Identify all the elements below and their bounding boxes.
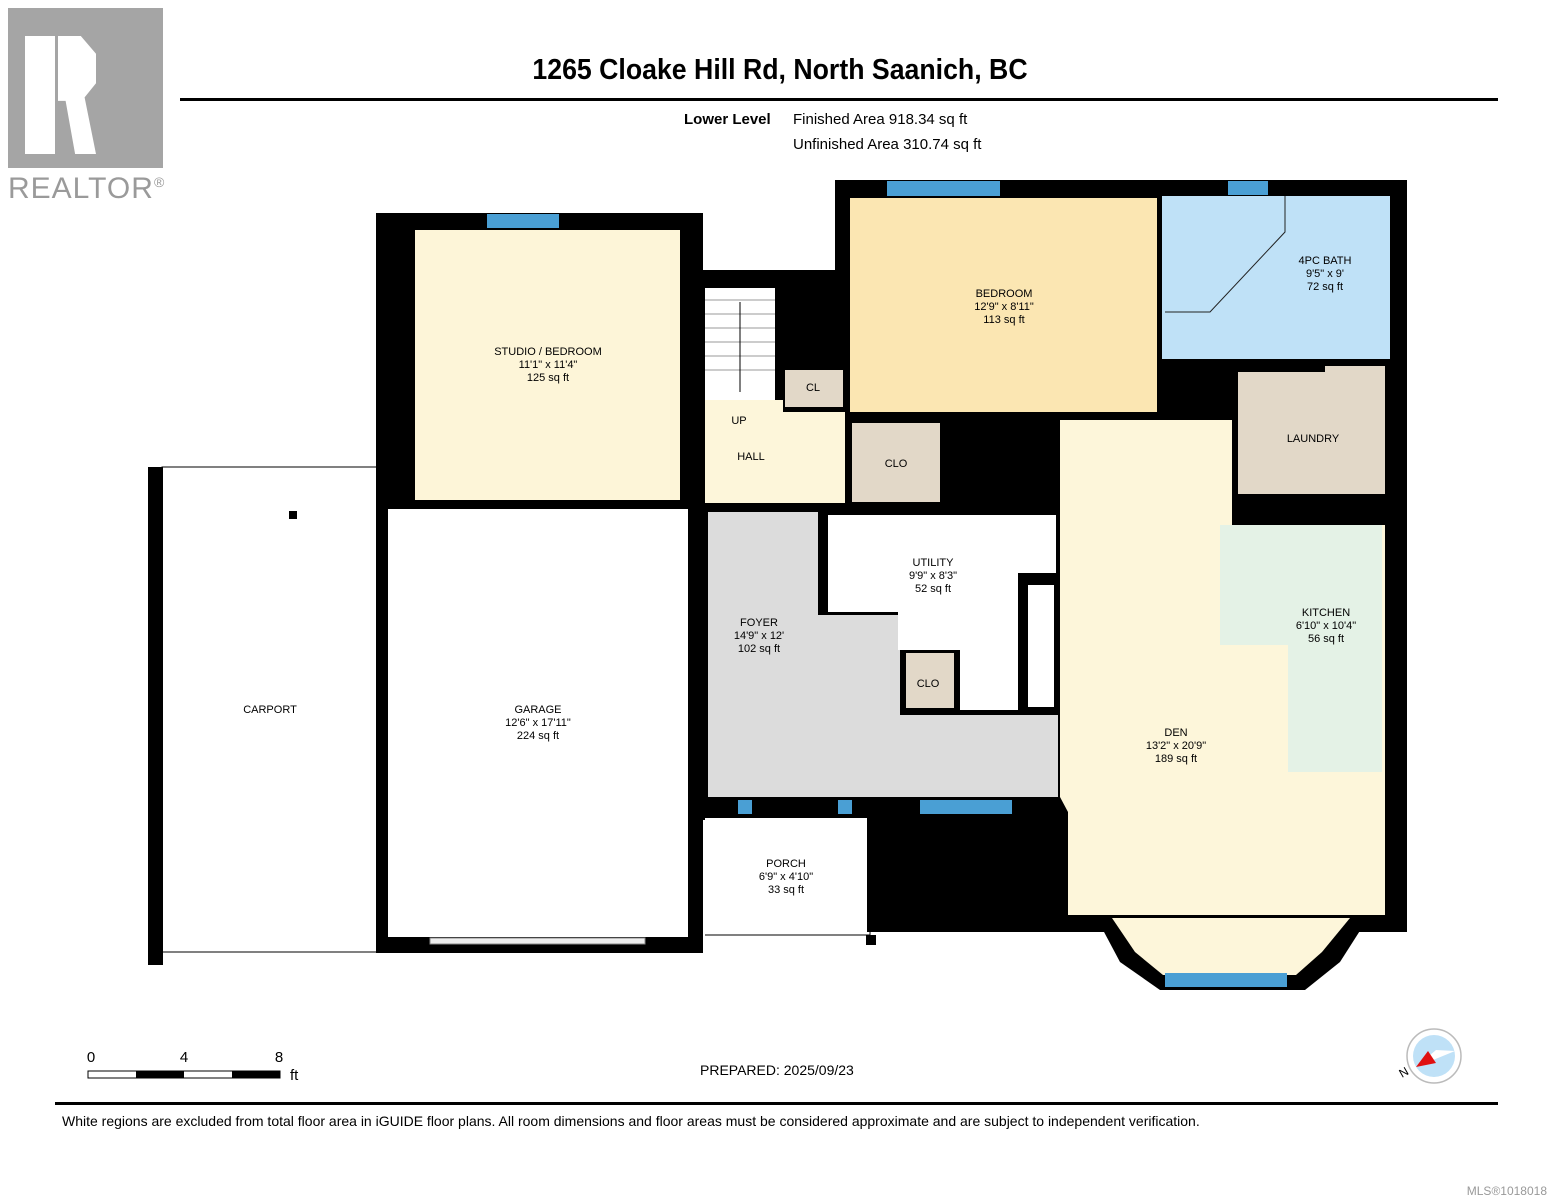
room-laundry	[1238, 366, 1385, 494]
foyer-dims: 14'9" x 12'	[734, 630, 784, 642]
room-foyer	[708, 512, 1058, 797]
scale-label-8: 8	[275, 1049, 283, 1066]
studio-name: STUDIO / BEDROOM	[494, 346, 602, 358]
room-cl	[785, 370, 843, 407]
scale-bar: 0 4 8 ft	[87, 1049, 299, 1084]
garage-dims: 12'6" x 17'11"	[505, 717, 571, 729]
kitchen-dims: 6'10" x 10'4"	[1296, 620, 1356, 632]
room-studio	[415, 230, 680, 500]
utility-area: 52 sq ft	[915, 583, 951, 595]
carport-area	[161, 466, 379, 953]
utility-closet	[1028, 585, 1054, 707]
stair-treads	[705, 299, 775, 392]
header-divider	[180, 98, 1498, 101]
clo1-name: CLO	[885, 458, 908, 470]
room-hall-left	[705, 400, 845, 503]
logo-text: REALTOR	[8, 172, 154, 205]
bath-area: 72 sq ft	[1307, 281, 1343, 293]
carport-name: CARPORT	[243, 704, 297, 716]
den-dims: 13'2" x 20'9"	[1146, 740, 1206, 752]
den-name: DEN	[1164, 727, 1187, 739]
room-utility	[828, 515, 1056, 710]
bay-window-area	[1112, 918, 1350, 975]
garage-name: GARAGE	[514, 704, 561, 716]
hall-right-name: HALL	[994, 454, 1022, 466]
kitchen-name: KITCHEN	[1302, 607, 1350, 619]
carport-wall	[148, 467, 163, 965]
up-label: UP	[731, 415, 746, 427]
room-clo1	[852, 423, 940, 502]
mls-number: MLS®1018018	[1466, 1184, 1547, 1198]
bedroom-name: BEDROOM	[976, 288, 1033, 300]
footer-divider	[55, 1102, 1498, 1105]
laundry-name: LAUNDRY	[1287, 433, 1340, 445]
hall-left-name: HALL	[737, 451, 765, 463]
kitchen-area: 56 sq ft	[1308, 633, 1344, 645]
room-kitchen	[1220, 525, 1382, 772]
room-clo2	[906, 653, 954, 708]
studio-area: 125 sq ft	[527, 372, 569, 384]
den-area: 189 sq ft	[1155, 753, 1197, 765]
unfinished-area: Unfinished Area 310.74 sq ft	[793, 136, 982, 153]
porch-dims: 6'9" x 4'10"	[759, 871, 813, 883]
disclaimer: White regions are excluded from total fl…	[62, 1113, 1200, 1129]
porch-area: 33 sq ft	[768, 884, 804, 896]
room-garage	[388, 509, 688, 937]
prepared-date: PREPARED: 2025/09/23	[700, 1062, 854, 1078]
bath-dims: 9'5" x 9'	[1306, 268, 1344, 280]
room-labels: STUDIO / BEDROOM 11'1" x 11'4" 125 sq ft…	[243, 255, 1356, 896]
registered-mark: ®	[153, 174, 166, 190]
room-porch	[705, 818, 867, 935]
page-title: 1265 Cloake Hill Rd, North Saanich, BC	[532, 54, 1028, 86]
foyer-name: FOYER	[740, 617, 778, 629]
finished-area: Finished Area 918.34 sq ft	[793, 111, 968, 128]
bedroom-dims: 12'9" x 8'11"	[974, 301, 1034, 313]
scale-unit: ft	[290, 1067, 299, 1084]
realtor-logo: REALTOR®	[8, 8, 178, 208]
garage-door	[429, 937, 646, 945]
carport-post	[289, 511, 297, 519]
scale-label-4: 4	[180, 1049, 188, 1066]
utility-dims: 9'9" x 8'3"	[909, 570, 957, 582]
room-bath	[1162, 196, 1390, 359]
studio-dims: 11'1" x 11'4"	[519, 359, 578, 371]
scale-label-0: 0	[87, 1049, 95, 1066]
room-bedroom	[850, 198, 1157, 412]
bedroom-area: 113 sq ft	[983, 314, 1024, 326]
porch-name: PORCH	[766, 858, 806, 870]
garage-area: 224 sq ft	[517, 730, 559, 742]
level-label: Lower Level	[684, 111, 771, 128]
bath-name: 4PC BATH	[1299, 255, 1352, 267]
windows	[487, 181, 1287, 987]
compass-icon: N	[1397, 1028, 1462, 1084]
clo2-name: CLO	[917, 678, 940, 690]
foyer-area: 102 sq ft	[738, 643, 780, 655]
cl-name: CL	[806, 382, 820, 394]
utility-name: UTILITY	[913, 557, 955, 569]
tub-outline	[1165, 196, 1286, 313]
